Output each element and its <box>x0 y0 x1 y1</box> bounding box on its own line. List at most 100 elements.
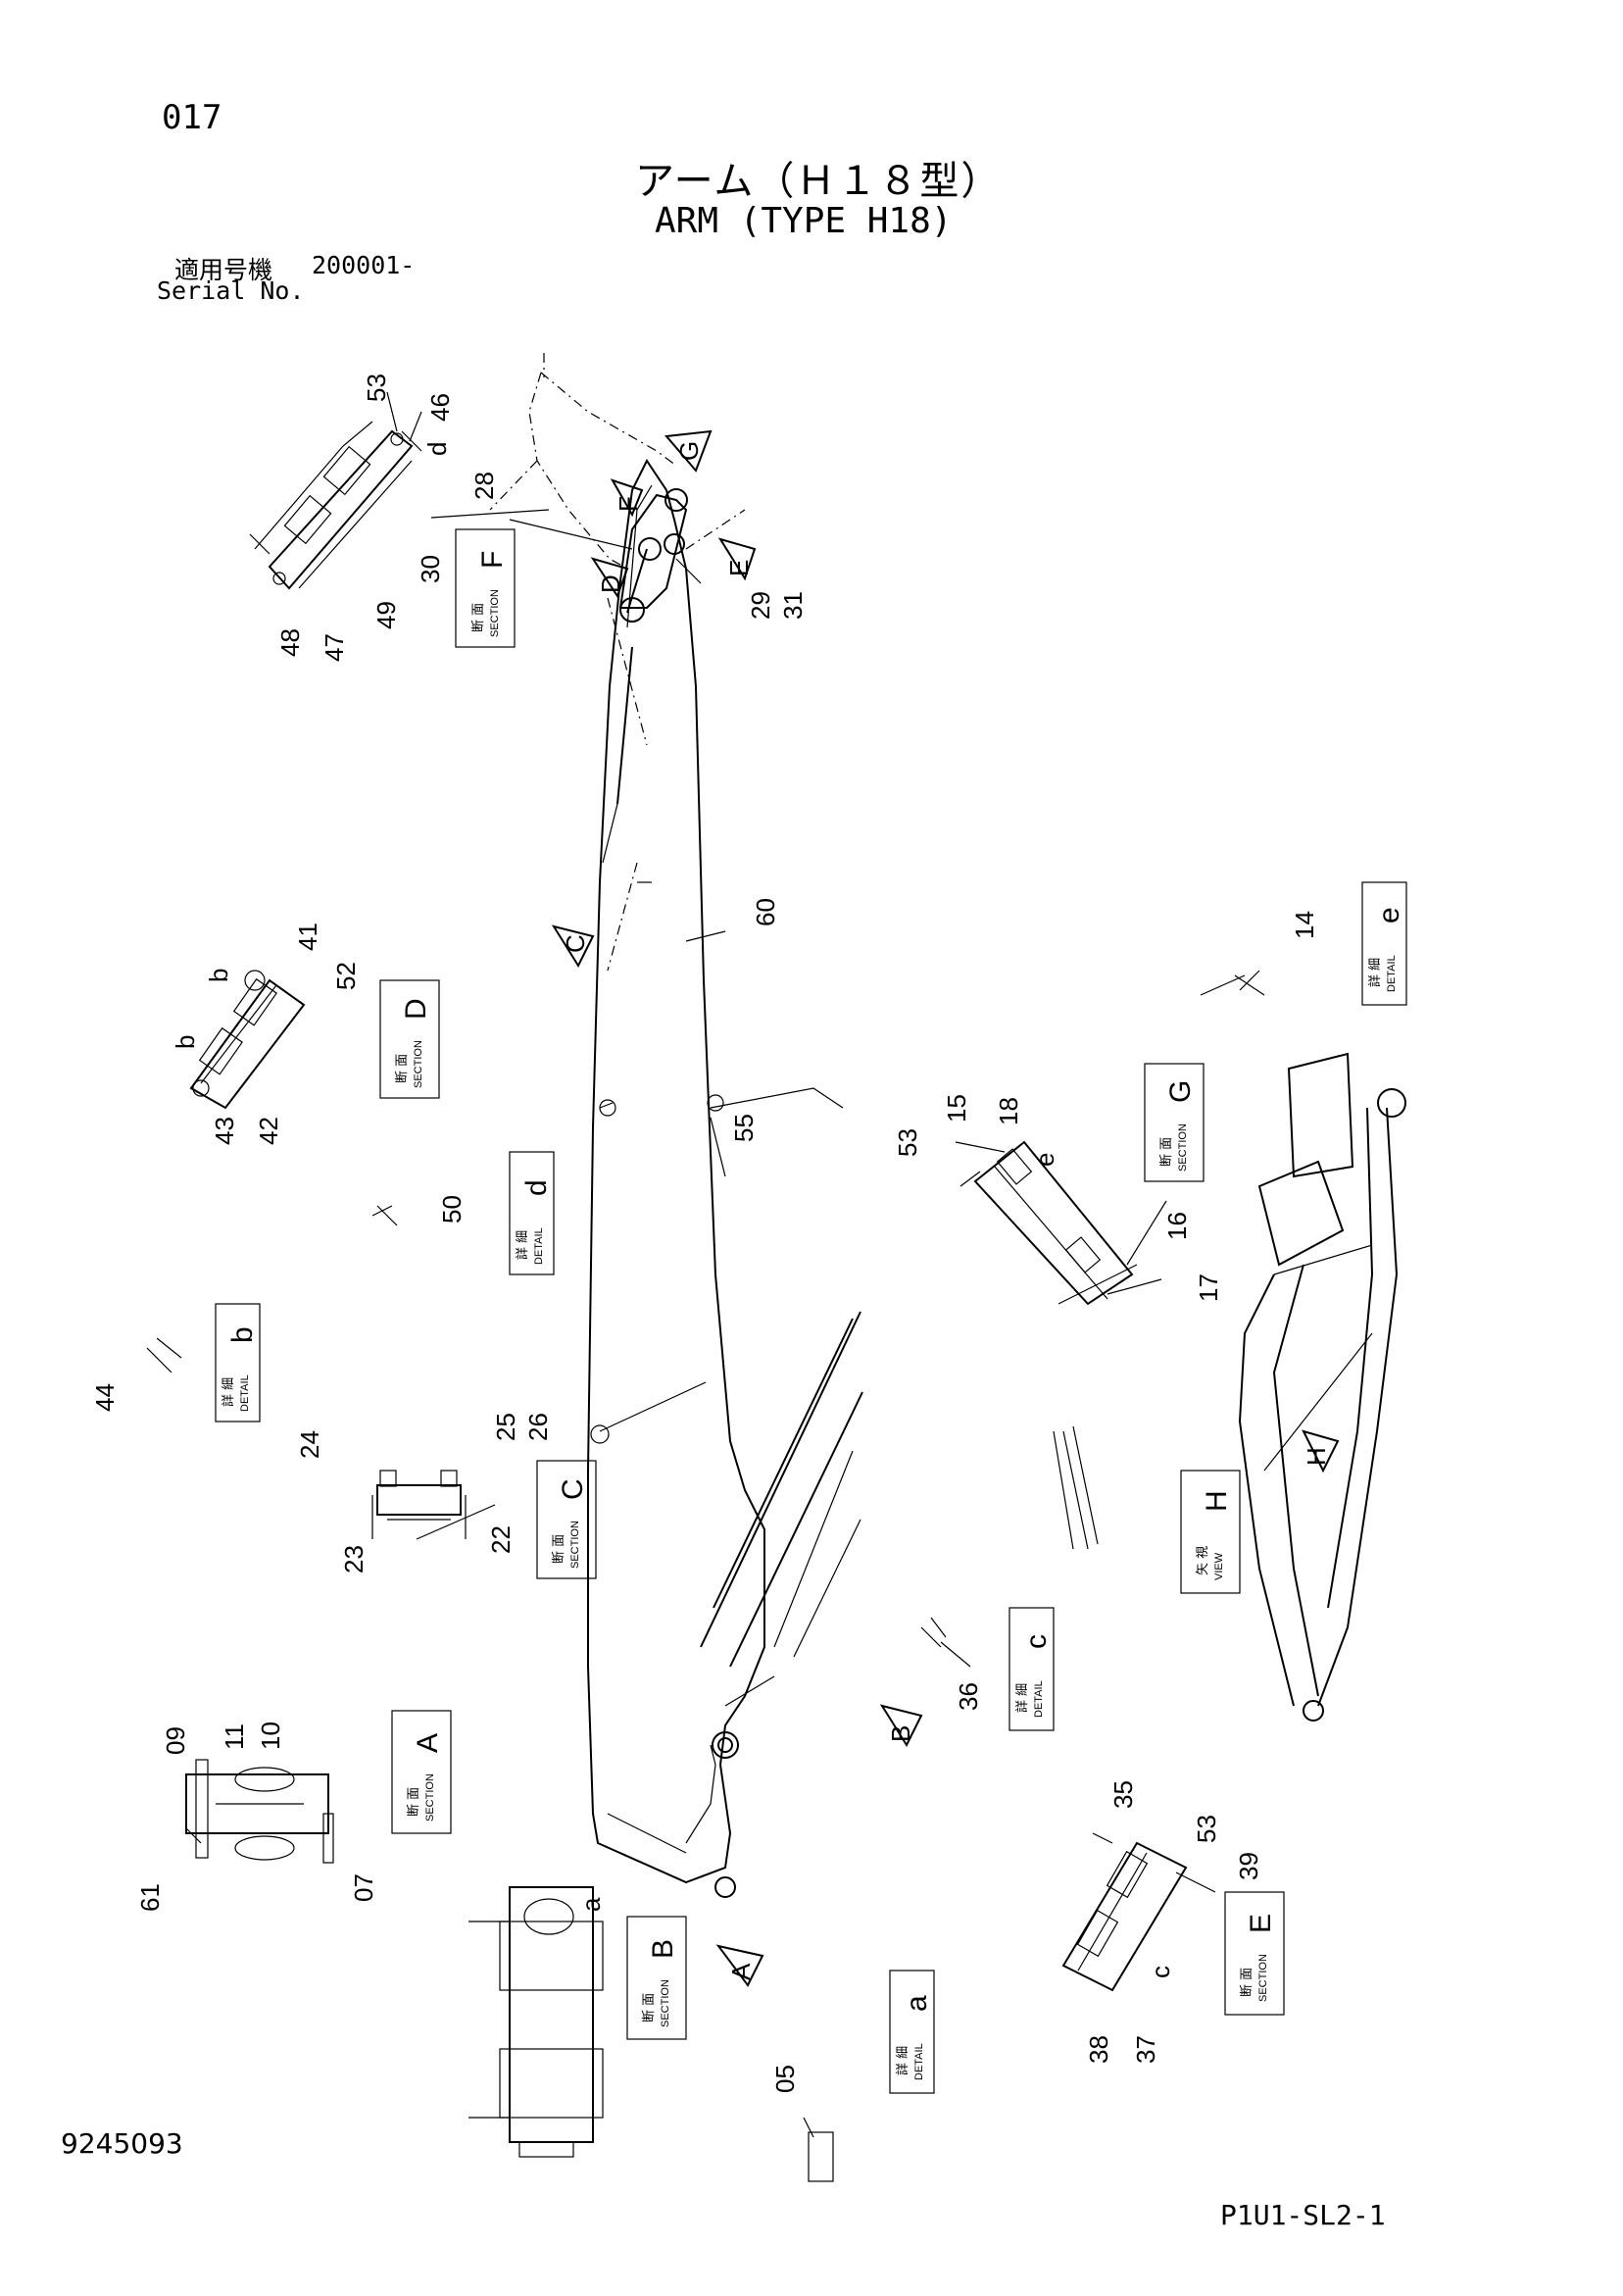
svg-text:38: 38 <box>1084 2035 1113 2064</box>
svg-text:16: 16 <box>1162 1212 1192 1240</box>
svg-text:A: A <box>412 1733 444 1753</box>
sheet-code: P1U1-SL2-1 <box>1220 2199 1386 2231</box>
serial-number-value: 200001- <box>312 251 416 279</box>
svg-text:22: 22 <box>486 1525 516 1554</box>
svg-text:52: 52 <box>331 962 361 990</box>
svg-text:G: G <box>1164 1080 1197 1103</box>
view-tag-boxes <box>215 528 1407 2094</box>
svg-text:55: 55 <box>729 1114 759 1142</box>
part-number-labels: 53 46 28 30 49 48 47 29 31 41 52 43 42 5… <box>90 374 1319 2093</box>
svg-text:53: 53 <box>362 374 391 402</box>
svg-text:D: D <box>400 998 432 1020</box>
section-c-detail <box>371 1470 467 1539</box>
svg-text:b: b <box>171 1035 200 1049</box>
svg-text:SECTION: SECTION <box>569 1521 581 1569</box>
svg-text:09: 09 <box>161 1726 190 1755</box>
svg-text:詳 細: 詳 細 <box>221 1377 236 1407</box>
svg-text:25: 25 <box>491 1413 520 1441</box>
svg-text:35: 35 <box>1108 1780 1138 1809</box>
svg-text:49: 49 <box>371 601 401 629</box>
svg-text:詳 細: 詳 細 <box>1367 958 1383 987</box>
svg-text:e: e <box>1373 907 1405 923</box>
svg-text:28: 28 <box>469 472 499 500</box>
small-details <box>146 970 1265 2182</box>
svg-text:e: e <box>1030 1153 1059 1167</box>
page-number: 017 <box>162 98 222 137</box>
section-g-detail <box>959 1140 1138 1306</box>
svg-text:断 面: 断 面 <box>1240 1968 1254 1997</box>
svg-text:17: 17 <box>1194 1273 1223 1302</box>
svg-text:D: D <box>596 574 625 593</box>
svg-text:d: d <box>520 1179 553 1196</box>
svg-text:B: B <box>886 1725 915 1742</box>
svg-text:DETAIL: DETAIL <box>1033 1680 1045 1718</box>
svg-text:36: 36 <box>954 1682 983 1711</box>
svg-text:E: E <box>724 560 754 576</box>
leader-lines <box>185 391 1246 2138</box>
svg-text:a: a <box>901 1995 933 2012</box>
section-b-detail <box>468 1886 604 2158</box>
section-a-detail <box>185 1759 334 1864</box>
svg-text:29: 29 <box>746 591 775 620</box>
svg-text:18: 18 <box>994 1097 1023 1125</box>
arrow-markers <box>551 429 1340 1987</box>
svg-text:E: E <box>1245 1914 1277 1933</box>
svg-text:断 面: 断 面 <box>407 1787 421 1817</box>
svg-text:H: H <box>1201 1490 1233 1512</box>
svg-text:DETAIL: DETAIL <box>913 2043 925 2080</box>
svg-text:C: C <box>561 934 590 953</box>
svg-text:53: 53 <box>893 1128 922 1157</box>
svg-text:断 面: 断 面 <box>395 1054 410 1083</box>
svg-text:SECTION: SECTION <box>424 1773 436 1822</box>
view-tag-texts: 断 面 SECTION F 断 面 SECTION D 詳 細 DETAIL d… <box>221 551 1405 2080</box>
svg-text:H: H <box>1302 1447 1331 1466</box>
serial-label-japanese: 適用号機 <box>174 256 273 284</box>
svg-text:SECTION: SECTION <box>1257 1954 1269 2002</box>
arrow-letters: G F D E C B A H <box>561 441 1331 1980</box>
section-f-detail <box>249 421 422 590</box>
svg-text:SECTION: SECTION <box>413 1040 424 1088</box>
detail-letters: d b b e a c <box>171 442 1175 1978</box>
svg-text:61: 61 <box>135 1883 165 1912</box>
svg-text:a: a <box>576 1897 606 1912</box>
svg-text:30: 30 <box>416 555 445 583</box>
svg-text:詳 細: 詳 細 <box>1014 1683 1030 1713</box>
svg-text:05: 05 <box>770 2065 800 2093</box>
svg-text:SECTION: SECTION <box>489 589 501 637</box>
svg-text:A: A <box>726 1963 756 1980</box>
svg-text:10: 10 <box>256 1722 285 1750</box>
svg-text:53: 53 <box>1192 1815 1221 1843</box>
svg-text:14: 14 <box>1290 911 1319 939</box>
svg-text:DETAIL: DETAIL <box>533 1227 545 1265</box>
svg-text:断 面: 断 面 <box>552 1534 566 1564</box>
svg-text:31: 31 <box>778 591 808 620</box>
svg-text:SECTION: SECTION <box>660 1979 671 2027</box>
section-e-detail <box>1061 1832 1188 1992</box>
svg-text:DETAIL: DETAIL <box>1386 955 1398 992</box>
svg-text:42: 42 <box>254 1117 283 1145</box>
document-number: 9245093 <box>61 2127 183 2160</box>
view-h-excavator <box>1238 1052 1406 1722</box>
svg-text:24: 24 <box>295 1430 324 1459</box>
svg-text:37: 37 <box>1131 2035 1160 2064</box>
svg-text:矢 視: 矢 視 <box>1196 1546 1210 1575</box>
serial-label-english: Serial No. <box>157 276 305 305</box>
svg-text:DETAIL: DETAIL <box>239 1374 251 1412</box>
svg-text:07: 07 <box>349 1873 378 1902</box>
svg-text:48: 48 <box>275 628 305 657</box>
svg-text:断 面: 断 面 <box>642 1993 657 2022</box>
svg-text:23: 23 <box>339 1545 369 1573</box>
svg-text:詳 細: 詳 細 <box>895 2046 910 2075</box>
svg-text:断 面: 断 面 <box>1159 1137 1174 1167</box>
svg-text:c: c <box>1146 1966 1175 1978</box>
svg-text:断 面: 断 面 <box>471 603 486 632</box>
svg-text:詳 細: 詳 細 <box>515 1230 530 1260</box>
svg-text:C: C <box>557 1478 589 1500</box>
svg-text:F: F <box>614 496 643 512</box>
title-japanese: アーム（Ｈ１８型） <box>635 159 1003 204</box>
svg-text:b: b <box>226 1326 259 1343</box>
svg-text:39: 39 <box>1234 1852 1263 1880</box>
svg-text:c: c <box>1020 1634 1053 1649</box>
svg-text:B: B <box>647 1939 679 1959</box>
